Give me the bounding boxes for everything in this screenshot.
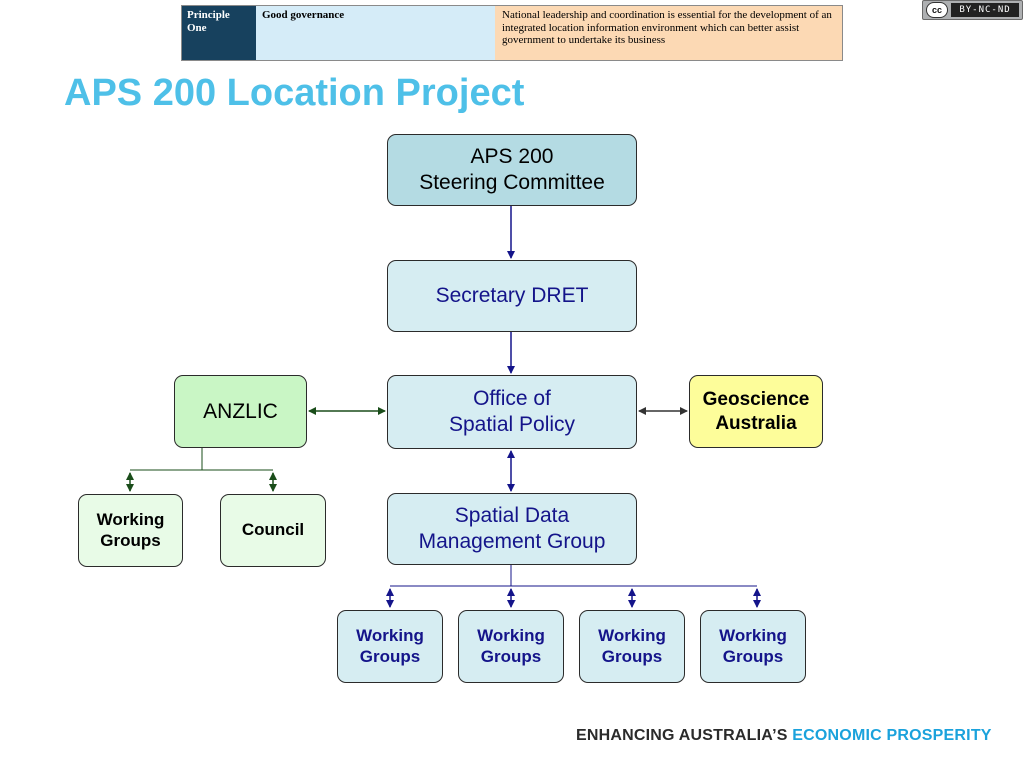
node-anzlic: ANZLIC [174,375,307,448]
license-text: BY-NC-ND [951,3,1019,17]
node-office-of-spatial-policy: Office of Spatial Policy [387,375,637,449]
principle-banner: Principle One Good governance National l… [181,5,843,61]
node-geoscience-australia: Geoscience Australia [689,375,823,448]
connector-sdmg-branch [386,565,761,608]
footer-tagline-part2: ECONOMIC PROSPERITY [792,727,992,744]
banner-principle-name: Good governance [256,6,495,60]
page-title: APS 200 Location Project [64,72,525,114]
node-sdmg-working-groups-2: Working Groups [458,610,564,683]
node-steering-committee: APS 200 Steering Committee [387,134,637,206]
node-anzlic-working-groups: Working Groups [78,494,183,567]
node-sdmg-working-groups-4: Working Groups [700,610,806,683]
node-sdmg-working-groups-3: Working Groups [579,610,685,683]
node-secretary-dret: Secretary DRET [387,260,637,332]
banner-principle-label: Principle One [182,6,256,60]
node-sdmg-working-groups-1: Working Groups [337,610,443,683]
cc-icon: cc [926,2,948,18]
node-council: Council [220,494,326,567]
connector-anzlic-branch [126,448,277,492]
node-spatial-data-management-group: Spatial Data Management Group [387,493,637,565]
banner-principle-description: National leadership and coordination is … [495,6,842,60]
footer-tagline-part1: ENHANCING AUSTRALIA’S [576,727,788,744]
creative-commons-license-badge: cc BY-NC-ND [922,0,1023,20]
footer-tagline: ENHANCING AUSTRALIA’S ECONOMIC PROSPERIT… [576,727,992,745]
